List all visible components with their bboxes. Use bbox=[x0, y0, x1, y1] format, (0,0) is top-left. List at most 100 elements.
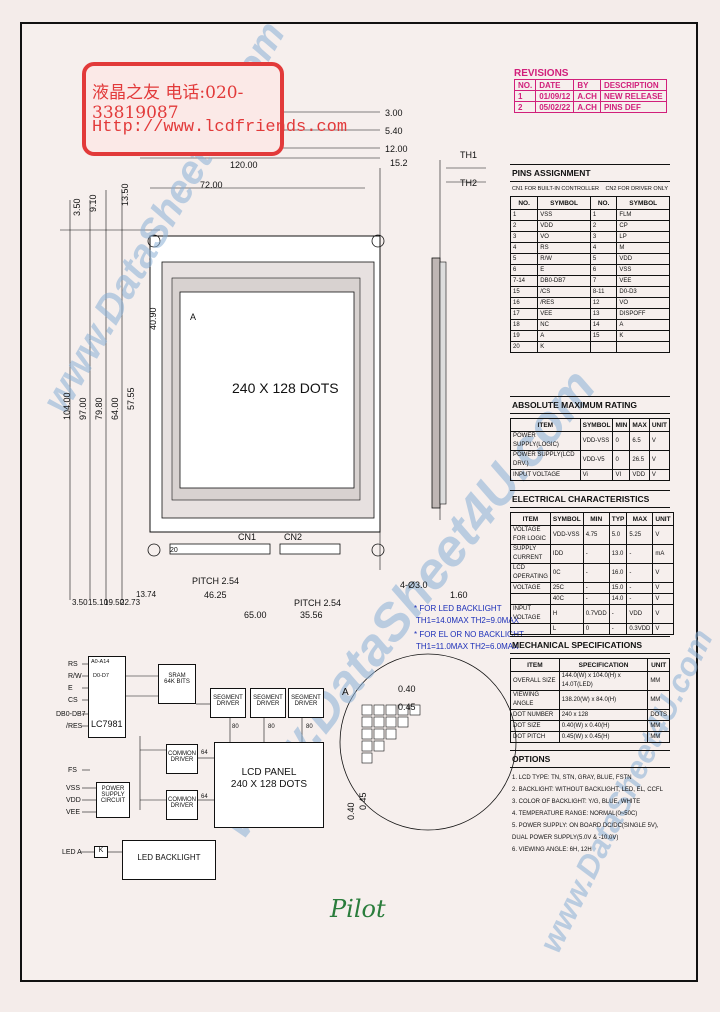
signal-vss: VSS bbox=[66, 785, 81, 792]
table-row: NO. DATE BY DESCRIPTION bbox=[513, 79, 667, 91]
segment-driver-2: SEGMENT DRIVER bbox=[250, 688, 286, 718]
table-cell: 0 bbox=[612, 431, 631, 451]
dim-left-8: 57.55 bbox=[126, 387, 136, 410]
cell: NEW RELEASE bbox=[599, 90, 667, 102]
column-header: SPECIFICATION bbox=[558, 658, 649, 672]
cell: A.CH bbox=[573, 90, 601, 102]
cell: A.CH bbox=[573, 101, 601, 113]
bus-address: A0-A14 bbox=[91, 659, 110, 665]
table-cell: M bbox=[616, 242, 670, 254]
table-cell: VDD bbox=[629, 469, 650, 481]
com-count-2: 64 bbox=[201, 794, 208, 800]
table-cell: VO bbox=[616, 297, 670, 309]
table-cell: INPUT VOLTAGE bbox=[510, 604, 551, 624]
table-cell: 1 bbox=[589, 209, 618, 221]
dim-top-2: 5.40 bbox=[385, 126, 403, 136]
dim-left-3: 13.50 bbox=[120, 183, 130, 206]
table-cell: 7-14 bbox=[509, 275, 539, 287]
table-cell: LP bbox=[616, 231, 670, 243]
stamp-line-1: 液晶之友 电话:020-33819087 bbox=[92, 83, 244, 123]
table-cell: INPUT VOLTAGE bbox=[510, 469, 581, 481]
pitch-2: PITCH 2.54 bbox=[294, 598, 342, 608]
column-header: SYMBOL bbox=[579, 418, 614, 432]
seg-count-1: 80 bbox=[232, 724, 239, 730]
table-cell: CP bbox=[616, 220, 670, 232]
table-cell: 13.0 bbox=[608, 544, 628, 564]
table-cell bbox=[510, 593, 551, 605]
col-symbol: SYMBOL bbox=[537, 196, 591, 210]
table-cell: K bbox=[616, 330, 670, 342]
power-label-1: POWER bbox=[101, 786, 125, 792]
pins-assignment: PINS ASSIGNMENT CN1 FOR BUILT-IN CONTROL… bbox=[509, 164, 670, 353]
lcd-panel-block: LCD PANEL 240 X 128 DOTS bbox=[214, 742, 324, 828]
seg-count-3: 80 bbox=[306, 724, 313, 730]
sram-block: SRAM 64K BITS bbox=[158, 664, 196, 704]
table-cell: 5 bbox=[589, 253, 618, 265]
table-cell: 6 bbox=[589, 264, 618, 276]
option-line: 2. BACKLIGHT: WITHOUT BACKLIGHT, LED, EL… bbox=[512, 787, 663, 793]
table-cell: V bbox=[648, 450, 671, 470]
table-cell: V bbox=[652, 593, 674, 605]
col-no: NO. bbox=[589, 196, 618, 210]
pitch-1: PITCH 2.54 bbox=[192, 576, 240, 586]
bus-data: D0-D7 bbox=[93, 673, 109, 679]
signal-db: DB0-DB7 bbox=[56, 711, 86, 718]
table-cell: 26.5 bbox=[629, 450, 650, 470]
table-cell: 0.7VDD bbox=[582, 604, 610, 624]
sram-size: 64K BITS bbox=[164, 679, 190, 685]
table-cell: 4 bbox=[589, 242, 618, 254]
column-header: ITEM bbox=[510, 512, 551, 526]
table-cell: 14 bbox=[589, 319, 618, 331]
pins-sub-cn1: CN1 FOR BUILT-IN CONTROLLER bbox=[512, 186, 599, 192]
table-cell: 2 bbox=[589, 220, 618, 232]
table-cell: 17 bbox=[509, 308, 539, 320]
hole-label: 4-Ø3.0 bbox=[400, 580, 428, 590]
table-cell: - bbox=[626, 582, 654, 594]
lcd-panel-label: LCD PANEL bbox=[241, 767, 297, 778]
column-header: UNIT bbox=[648, 418, 671, 432]
com-count-1: 64 bbox=[201, 750, 208, 756]
table-cell: VSS bbox=[537, 209, 591, 221]
common-driver-1: COMMON DRIVER bbox=[166, 744, 198, 774]
table-cell: 16.0 bbox=[608, 563, 628, 583]
dim-top-5: 72.00 bbox=[200, 180, 223, 190]
power-label-3: CIRCUIT bbox=[100, 798, 126, 804]
table-cell: 0 bbox=[612, 450, 631, 470]
table-cell: V bbox=[648, 431, 671, 451]
table-cell: 0.3VDD bbox=[626, 623, 654, 635]
table-cell: VOLTAGE bbox=[510, 582, 551, 594]
table-cell: 240 x 128 bbox=[558, 709, 649, 721]
table-cell: H bbox=[549, 604, 584, 624]
table-cell: DB0-DB7 bbox=[537, 275, 591, 287]
table-cell: 5.25 bbox=[626, 525, 654, 545]
table-cell: V bbox=[652, 582, 674, 594]
dim-top-3: 12.00 bbox=[385, 144, 408, 154]
table-cell: 5.0 bbox=[608, 525, 628, 545]
cell: PINS DEF bbox=[599, 101, 667, 113]
pins-title: PINS ASSIGNMENT bbox=[510, 164, 670, 182]
table-cell: VSS bbox=[616, 264, 670, 276]
table-cell: MM bbox=[647, 671, 670, 691]
vendor-stamp: 液晶之友 电话:020-33819087 Http://www.lcdfrien… bbox=[82, 62, 347, 156]
table-cell: A bbox=[537, 330, 591, 342]
table-cell: 4.75 bbox=[582, 525, 610, 545]
table-cell: DOT SIZE bbox=[510, 720, 560, 732]
sram-label: SRAM bbox=[168, 673, 186, 679]
led-note-1: * FOR LED BACKLIGHT bbox=[414, 604, 502, 613]
table-cell: 8-11 bbox=[589, 286, 618, 298]
table-cell: - bbox=[582, 582, 610, 594]
table-cell: VEE bbox=[616, 275, 670, 287]
table-cell: VIEWING ANGLE bbox=[510, 690, 560, 710]
table-cell: VDD-V5 bbox=[579, 450, 614, 470]
table-cell: V bbox=[652, 623, 674, 635]
table-cell: VDD bbox=[626, 604, 654, 624]
